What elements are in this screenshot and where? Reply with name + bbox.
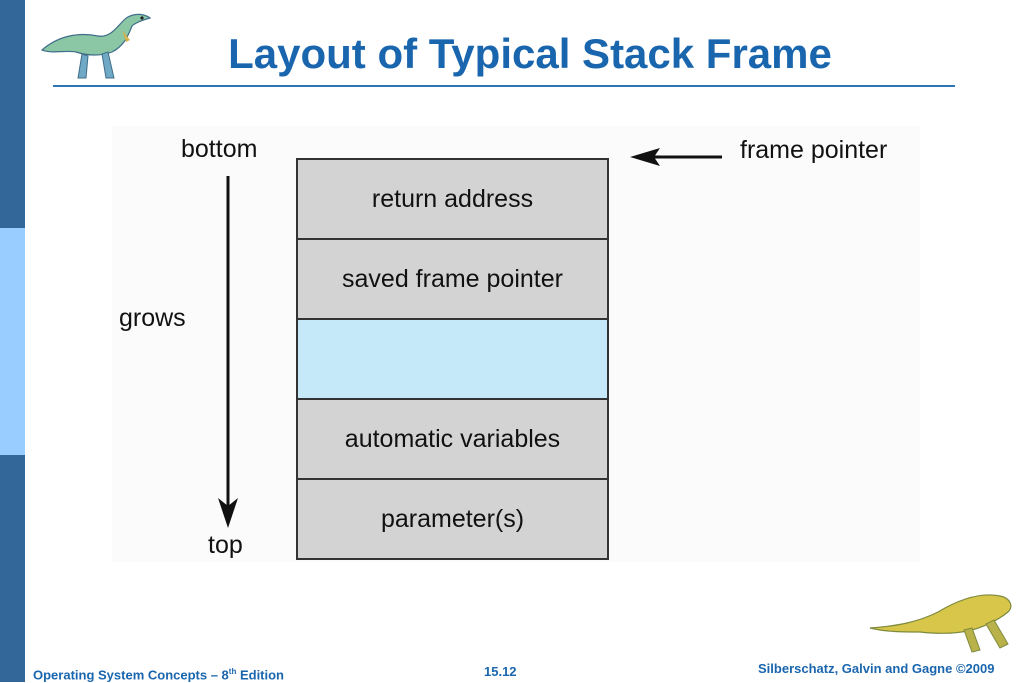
- stack-cell-label: saved frame pointer: [342, 264, 563, 293]
- stack-cell-return-address: return address: [296, 158, 609, 240]
- grows-label: grows: [119, 304, 186, 332]
- footer-left: Operating System Concepts – 8th Edition: [33, 664, 284, 683]
- dinosaur-footer-icon: [869, 594, 1012, 653]
- stack-cell-label: parameter(s): [380, 504, 525, 533]
- stack-frame: return address saved frame pointer autom…: [296, 158, 609, 560]
- frame-pointer-label: frame pointer: [740, 136, 888, 164]
- sidebar-dark-top: [0, 0, 25, 228]
- stack-cell-label: automatic variables: [344, 424, 561, 453]
- sidebar-light-band: [0, 228, 25, 455]
- stack-cell-highlighted: [296, 320, 609, 400]
- title-divider: [53, 85, 955, 87]
- stack-cell-automatic-variables: automatic variables: [296, 400, 609, 480]
- page-title: Layout of Typical Stack Frame: [228, 30, 832, 77]
- frame-pointer-arrow-icon: [630, 148, 722, 166]
- sidebar-dark-bottom: [0, 455, 25, 682]
- dinosaur-logo-icon: [40, 13, 152, 79]
- footer-left-suffix: Edition: [236, 667, 285, 683]
- bottom-label: bottom: [181, 135, 258, 163]
- stack-cell-saved-frame-pointer: saved frame pointer: [296, 240, 609, 320]
- stack-cell-label: return address: [371, 184, 534, 213]
- stack-cell-parameters: parameter(s): [296, 480, 609, 560]
- growth-arrow-icon: [218, 176, 238, 528]
- footer-left-superscript: th: [228, 667, 237, 676]
- footer-right: Silberschatz, Galvin and Gagne ©2009: [758, 661, 995, 676]
- footer-left-prefix: Operating System Concepts – 8: [33, 667, 229, 683]
- footer-page-number: 15.12: [484, 664, 517, 679]
- top-label: top: [208, 531, 243, 559]
